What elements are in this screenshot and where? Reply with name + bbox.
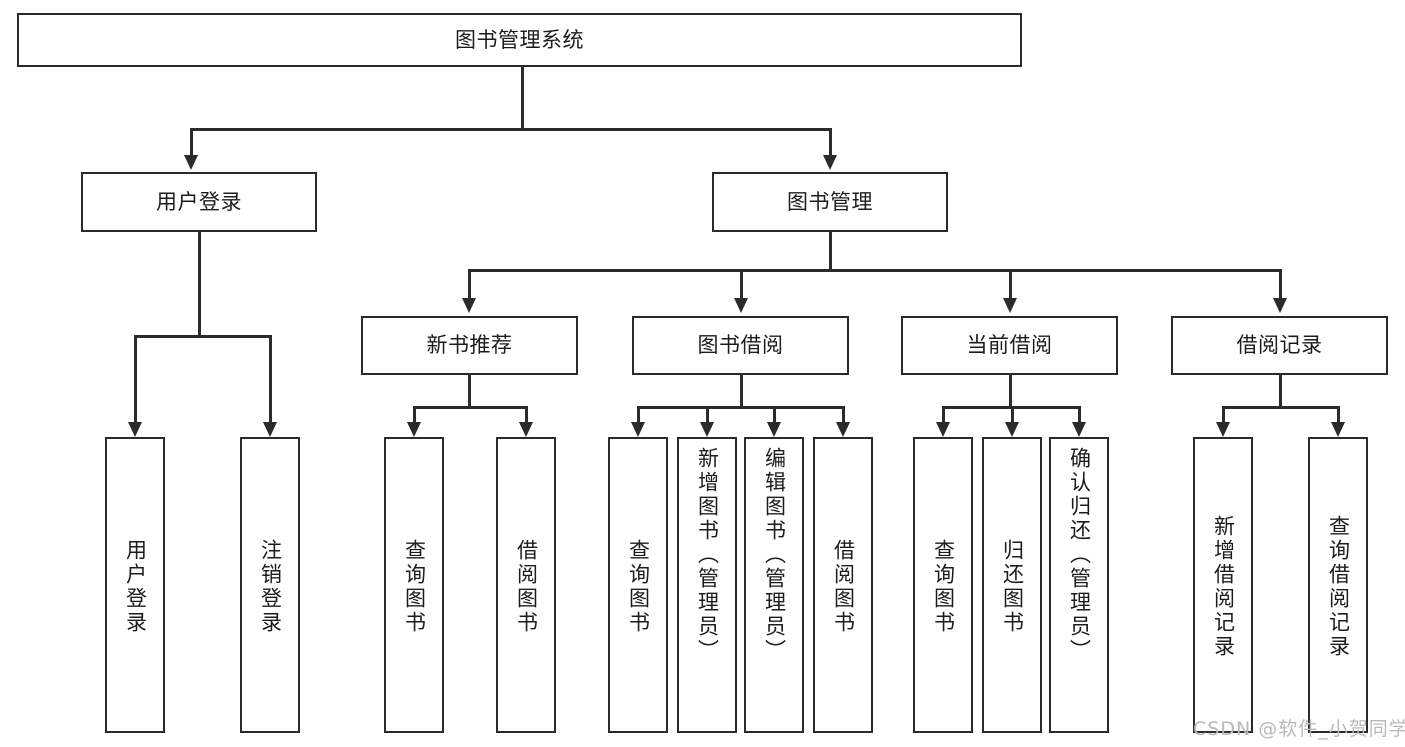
arrow-leaf-add-record <box>1216 422 1230 437</box>
leaf-confirm-return[interactable]: 确认归还（管理员） <box>1049 437 1109 733</box>
node-label: 编辑图书（管理员） <box>762 447 787 663</box>
connector-bb-leaf-4 <box>842 406 845 423</box>
connector-nbr-leaf-1 <box>413 406 416 423</box>
arrow-to-book-borrow <box>734 298 748 313</box>
arrow-to-book-manage <box>823 155 837 170</box>
connector-root-to-book-manage <box>829 128 832 156</box>
node-label: 新书推荐 <box>426 333 513 358</box>
node-label: 图书借阅 <box>697 333 784 358</box>
connector-bb-leaf-1 <box>637 406 640 423</box>
node-label: 借阅记录 <box>1236 333 1323 358</box>
connector-new-book-rec-stem <box>468 375 471 409</box>
node-label: 图书管理 <box>787 189 873 214</box>
connector-root-to-user-login <box>190 128 193 156</box>
connector-bm-to-borrow-record <box>1279 269 1282 299</box>
connector-bm-to-new-book-rec <box>468 269 471 299</box>
node-book-management[interactable]: 图书管理 <box>712 172 948 232</box>
connector-bb-leaf-2 <box>706 406 709 423</box>
connector-nbr-leaf-2 <box>525 406 528 423</box>
arrow-leaf-user-login <box>128 422 142 437</box>
connector-book-manage-bus <box>468 269 1282 272</box>
node-label: 新增借阅记录 <box>1211 515 1236 659</box>
node-label: 用户登录 <box>123 539 148 635</box>
node-new-book-recommend[interactable]: 新书推荐 <box>361 316 578 375</box>
arrow-leaf-edit-book <box>767 422 781 437</box>
connector-book-manage-stem <box>829 232 832 272</box>
arrow-to-borrow-record <box>1273 298 1287 313</box>
node-book-borrow[interactable]: 图书借阅 <box>632 316 849 375</box>
connector-root-stem <box>521 67 524 130</box>
connector-user-login-leaf-1 <box>134 335 137 423</box>
leaf-add-book[interactable]: 新增图书（管理员） <box>677 437 737 733</box>
node-borrow-record[interactable]: 借阅记录 <box>1171 316 1388 375</box>
node-label: 当前借阅 <box>966 333 1053 358</box>
connector-new-book-rec-bus <box>413 406 528 409</box>
node-user-login[interactable]: 用户登录 <box>81 172 317 232</box>
arrow-leaf-borrow-book-1 <box>519 422 533 437</box>
node-label: 查询借阅记录 <box>1326 515 1351 659</box>
arrow-leaf-confirm-return <box>1072 422 1086 437</box>
connector-bm-to-book-borrow <box>740 269 743 299</box>
arrow-leaf-query-book-2 <box>631 422 645 437</box>
arrow-to-new-book-rec <box>462 298 476 313</box>
connector-borrow-record-bus <box>1222 406 1340 409</box>
arrow-leaf-query-record <box>1331 422 1345 437</box>
connector-current-borrow-stem <box>1009 375 1012 409</box>
node-label: 借阅图书 <box>831 539 856 635</box>
node-current-borrow[interactable]: 当前借阅 <box>901 316 1118 375</box>
leaf-logout-login[interactable]: 注销登录 <box>240 437 300 733</box>
node-root-book-management-system[interactable]: 图书管理系统 <box>17 13 1022 67</box>
arrow-leaf-add-book <box>700 422 714 437</box>
connector-bm-to-current-borrow <box>1009 269 1012 299</box>
node-label: 新增图书（管理员） <box>695 447 720 663</box>
arrow-to-user-login <box>184 155 198 170</box>
connector-root-bus <box>190 128 832 131</box>
arrow-leaf-borrow-book-2 <box>836 422 850 437</box>
leaf-add-record[interactable]: 新增借阅记录 <box>1193 437 1253 733</box>
connector-cb-leaf-1 <box>942 406 945 423</box>
leaf-borrow-book-2[interactable]: 借阅图书 <box>813 437 873 733</box>
leaf-borrow-book-1[interactable]: 借阅图书 <box>496 437 556 733</box>
node-label: 用户登录 <box>156 189 242 214</box>
connector-user-login-stem <box>198 232 201 338</box>
node-label: 确认归还（管理员） <box>1067 447 1092 663</box>
node-label: 归还图书 <box>1000 539 1025 635</box>
connector-user-login-leaf-2 <box>269 335 272 423</box>
leaf-query-book-3[interactable]: 查询图书 <box>913 437 973 733</box>
node-label: 查询图书 <box>626 539 651 635</box>
node-label: 借阅图书 <box>514 539 539 635</box>
arrow-leaf-query-book-1 <box>407 422 421 437</box>
node-label: 查询图书 <box>931 539 956 635</box>
arrow-leaf-return-book <box>1005 422 1019 437</box>
connector-book-borrow-bus <box>637 406 845 409</box>
node-label: 图书管理系统 <box>455 27 584 52</box>
node-label: 查询图书 <box>402 539 427 635</box>
leaf-query-book-2[interactable]: 查询图书 <box>608 437 668 733</box>
connector-cb-leaf-2 <box>1011 406 1014 423</box>
connector-cb-leaf-3 <box>1078 406 1081 423</box>
connector-bb-leaf-3 <box>773 406 776 423</box>
connector-book-borrow-stem <box>740 375 743 409</box>
connector-br-leaf-1 <box>1222 406 1225 423</box>
leaf-edit-book[interactable]: 编辑图书（管理员） <box>744 437 804 733</box>
node-label: 注销登录 <box>258 539 283 635</box>
leaf-query-book-1[interactable]: 查询图书 <box>384 437 444 733</box>
arrow-leaf-logout-login <box>263 422 277 437</box>
leaf-return-book[interactable]: 归还图书 <box>982 437 1042 733</box>
leaf-query-record[interactable]: 查询借阅记录 <box>1308 437 1368 733</box>
arrow-leaf-query-book-3 <box>936 422 950 437</box>
leaf-user-login[interactable]: 用户登录 <box>105 437 165 733</box>
connector-user-login-bus <box>134 335 272 338</box>
connector-br-leaf-2 <box>1337 406 1340 423</box>
connector-borrow-record-stem <box>1279 375 1282 409</box>
arrow-to-current-borrow <box>1003 298 1017 313</box>
